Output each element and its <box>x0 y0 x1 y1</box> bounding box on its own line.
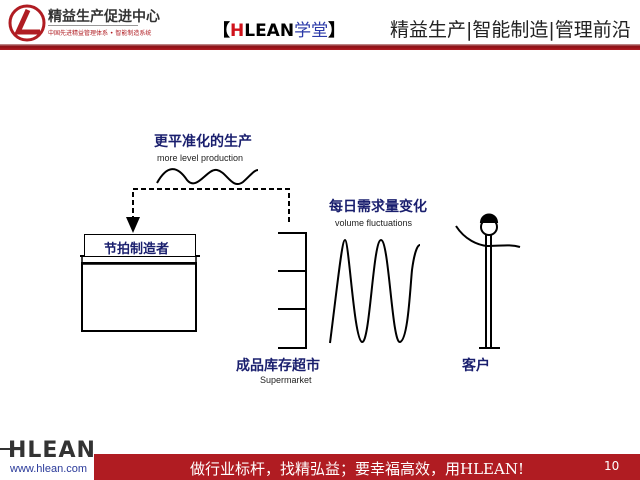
brand-bracket-open: 【 <box>213 21 230 41</box>
pacemaker-label: 节拍制造者 <box>104 242 170 257</box>
footer-logo: HLEAN <box>8 438 96 463</box>
pacemaker-box <box>81 262 197 332</box>
customer-label: 客户 <box>462 358 490 374</box>
customer-figure <box>455 213 521 349</box>
supermarket-cn: 成品库存超市 <box>236 358 320 374</box>
footer-url[interactable]: www.hlean.com <box>10 463 88 475</box>
page-number: 10 <box>604 459 620 473</box>
tagline: 精益生产|智能制造|管理前沿 <box>390 19 631 41</box>
volume-wave <box>329 238 421 344</box>
pacemaker-label-box <box>84 234 196 256</box>
logo-icon <box>8 4 46 42</box>
level-production-en: more level production <box>157 153 244 163</box>
footer-logo-dash <box>0 448 10 450</box>
footer-bar <box>94 454 640 480</box>
org-subtitle: 中国先进精益管理体系 • 智能制造系统 <box>48 30 152 37</box>
volume-fluctuations-cn: 每日需求量变化 <box>329 199 427 215</box>
kanban-dashed-line <box>132 188 290 222</box>
level-wave <box>156 168 259 185</box>
org-name-underline <box>48 25 138 26</box>
org-name: 精益生产促进中心 <box>48 9 160 25</box>
supermarket-en: Supermarket <box>260 375 312 385</box>
customer-body <box>479 235 500 349</box>
brand-title: 【HLEAN学堂】 <box>213 16 345 41</box>
header-divider <box>0 44 640 50</box>
volume-fluctuations-en: volume fluctuations <box>335 218 413 228</box>
arrow-head-icon <box>126 217 140 233</box>
footer-slogan: 做行业标杆，找精弘益；要幸福高效，用HLEAN! <box>190 460 524 478</box>
brand-h: H <box>230 21 245 41</box>
supermarket-shelves <box>278 232 307 349</box>
customer-cap <box>479 213 499 223</box>
level-production-cn: 更平准化的生产 <box>154 134 252 150</box>
brand-school: 学堂 <box>294 21 329 41</box>
brand-lean: LEAN <box>244 21 295 41</box>
brand-bracket-close: 】 <box>328 21 346 41</box>
footer-logo-text: HLEAN <box>8 438 96 463</box>
